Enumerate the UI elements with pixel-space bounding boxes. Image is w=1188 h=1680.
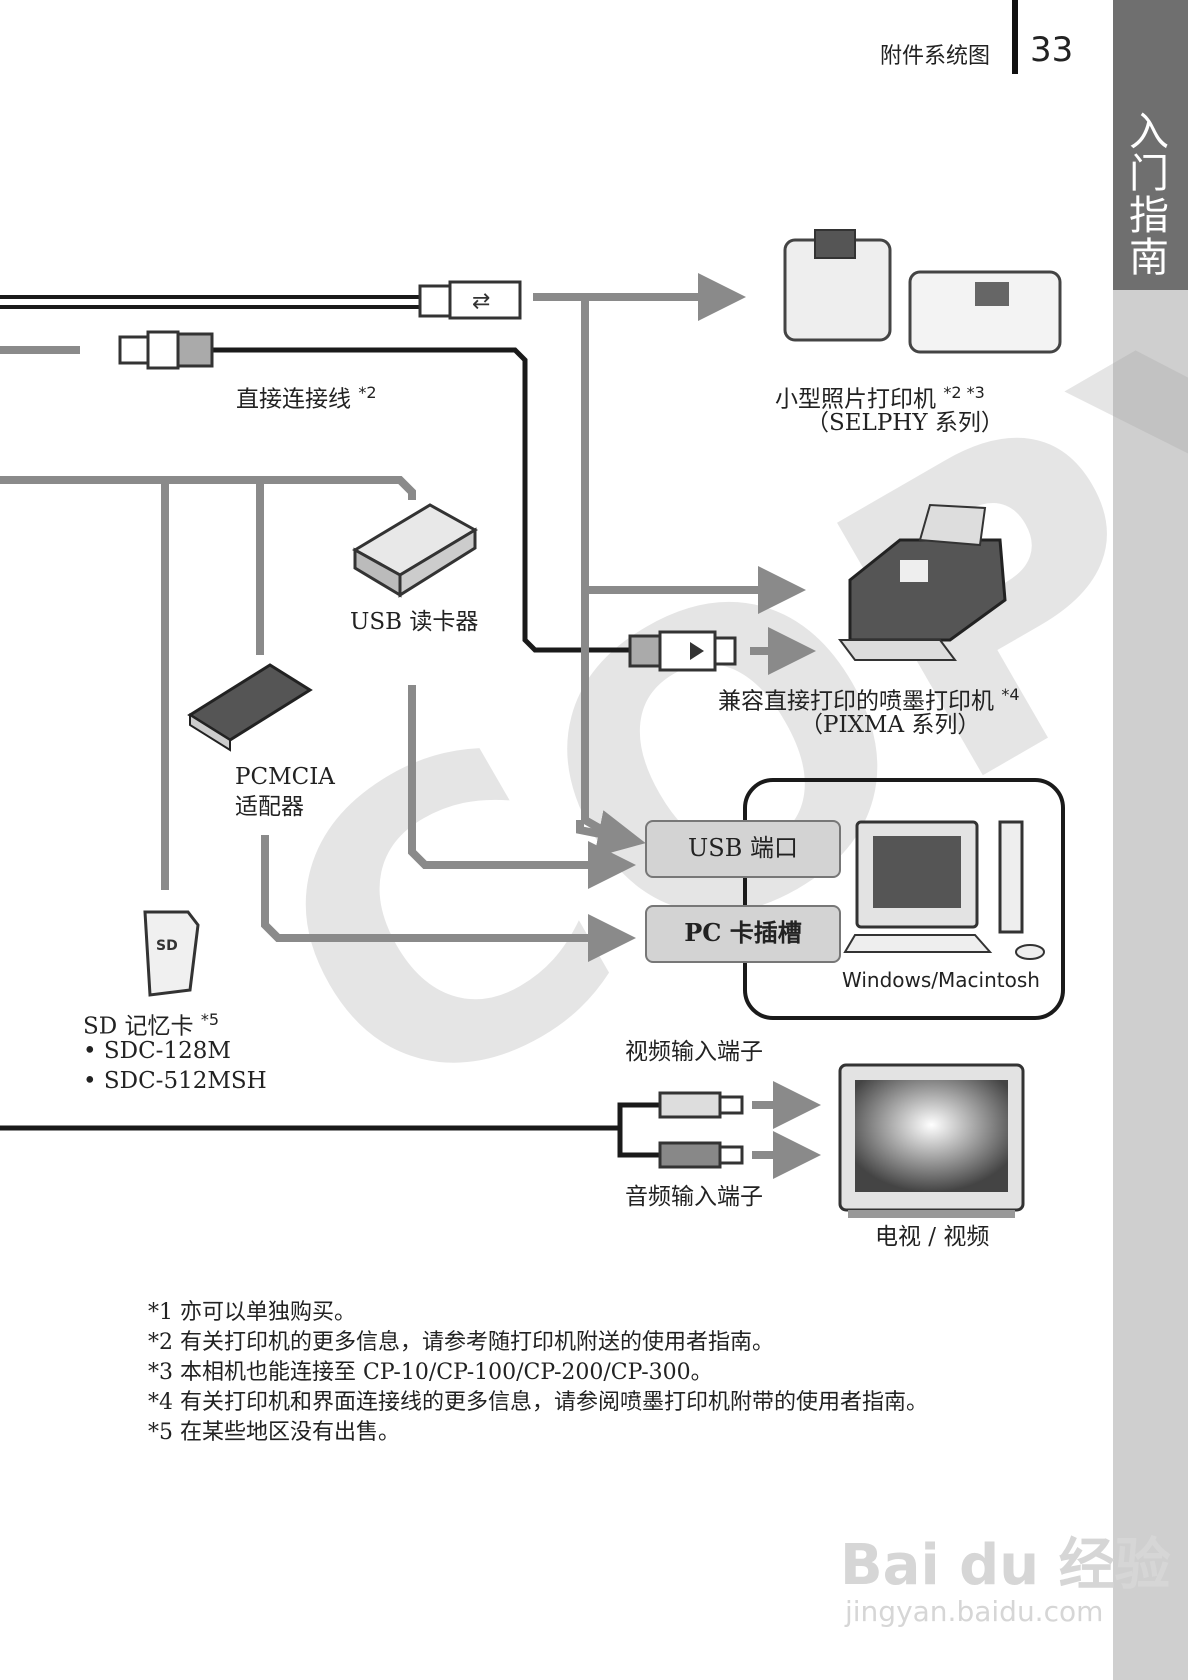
usb-trunk bbox=[533, 273, 806, 858]
pcmcia-label-line2: 适配器 bbox=[235, 794, 304, 820]
card-trunk bbox=[0, 476, 636, 962]
pcmcia-label-line1: PCMCIA bbox=[235, 764, 335, 790]
footnote: *3 本相机也能连接至 CP-10/CP-100/CP-200/CP-300。 bbox=[148, 1360, 713, 1385]
audio-in-label: 音频输入端子 bbox=[625, 1184, 763, 1210]
svg-text:⇄: ⇄ bbox=[472, 289, 490, 314]
direct-cable bbox=[210, 347, 630, 653]
usb-reader-label: USB 读卡器 bbox=[350, 609, 479, 635]
header-divider bbox=[1012, 0, 1018, 74]
audio-plug-icon bbox=[658, 1141, 744, 1169]
photo-printer-text: 小型照片打印机 bbox=[775, 386, 936, 413]
computer-group-frame bbox=[743, 778, 1065, 1020]
sd-card-icon: SD bbox=[143, 910, 200, 997]
inkjet-printer-label: 兼容直接打印的喷墨打印机 *4 bbox=[718, 680, 1020, 717]
card-reader-icon bbox=[352, 503, 478, 598]
pictbridge-plug-icon bbox=[628, 630, 737, 672]
tv-label: 电视 / 视频 bbox=[875, 1224, 990, 1250]
computer-icon bbox=[843, 820, 1045, 960]
svg-text:SD: SD bbox=[156, 938, 178, 954]
computer-label: Windows/Macintosh bbox=[842, 968, 1040, 992]
inkjet-series: （PIXMA 系列） bbox=[800, 712, 981, 738]
photo-printer-label: 小型照片打印机 *2 *3 bbox=[775, 378, 985, 415]
direct-cable-label: 直接连接线 *2 bbox=[236, 378, 377, 415]
usb-cable bbox=[0, 295, 420, 309]
photo-printer-footnote-mark: *2 *3 bbox=[943, 383, 985, 402]
sd-model-item: • SDC-128M bbox=[83, 1038, 231, 1064]
footnote: *5 在某些地区没有出售。 bbox=[148, 1420, 400, 1445]
page-header-title: 附件系统图 bbox=[880, 44, 991, 69]
inkjet-printer-text: 兼容直接打印的喷墨打印机 bbox=[718, 688, 994, 715]
footnote: *2 有关打印机的更多信息，请参考随打印机附送的使用者指南。 bbox=[148, 1330, 774, 1355]
direct-cable-plug-icon bbox=[118, 330, 214, 370]
footnote: *4 有关打印机和界面连接线的更多信息，请参阅喷墨打印机附带的使用者指南。 bbox=[148, 1390, 928, 1415]
direct-cable-text: 直接连接线 bbox=[236, 386, 351, 413]
page-number: 33 bbox=[1030, 30, 1074, 70]
side-tab-label: 入门指南 bbox=[1122, 110, 1168, 278]
baidu-watermark-logo: Bai du 经验 bbox=[840, 1533, 1171, 1598]
pcmcia-adapter-icon bbox=[187, 663, 313, 752]
usb-plug-icon: ⇄ bbox=[418, 280, 522, 320]
footnote: *1 亦可以单独购买。 bbox=[148, 1300, 356, 1325]
baidu-watermark-url: jingyan.baidu.com bbox=[845, 1595, 1104, 1628]
usb-port-box: USB 端口 bbox=[645, 820, 841, 878]
sd-card-footnote-mark: *5 bbox=[200, 1010, 220, 1029]
pc-card-slot-box: PC 卡插槽 bbox=[645, 905, 841, 963]
video-in-label: 视频输入端子 bbox=[625, 1039, 763, 1065]
photo-printer-series: （SELPHY 系列） bbox=[806, 410, 1004, 436]
side-tab-section bbox=[1113, 0, 1188, 290]
tv-icon bbox=[838, 1063, 1025, 1218]
direct-cable-footnote-mark: *2 bbox=[358, 383, 377, 402]
inkjet-printer-footnote-mark: *4 bbox=[1001, 685, 1020, 704]
sd-card-text: SD 记忆卡 bbox=[83, 1013, 194, 1040]
sd-model-item: • SDC-512MSH bbox=[83, 1068, 267, 1094]
inkjet-printer-icon bbox=[838, 503, 1007, 661]
video-plug-icon bbox=[658, 1091, 744, 1119]
av-cable bbox=[0, 1102, 660, 1158]
sd-card-label: SD 记忆卡 *5 bbox=[83, 1005, 219, 1042]
selphy-printer-icon bbox=[783, 229, 1062, 354]
